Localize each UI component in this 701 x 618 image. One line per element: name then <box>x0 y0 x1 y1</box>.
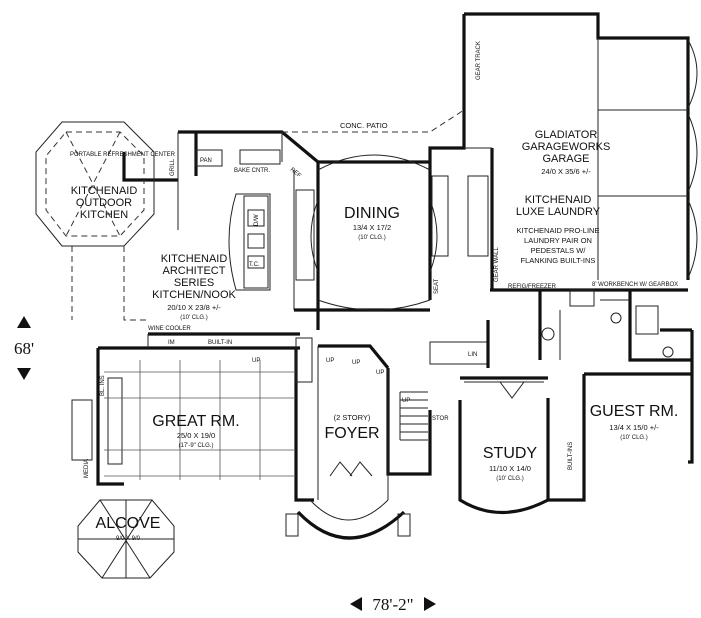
great-room-name: GREAT RM. <box>152 413 239 430</box>
dishwasher-label: D/W <box>254 214 260 226</box>
garage-name-3: GARAGE <box>542 153 589 165</box>
kitchen-ceiling: (10' CLG.) <box>180 315 208 321</box>
dining-ceiling: (10' CLG.) <box>358 235 386 241</box>
built-in-label: BUILT-IN <box>208 340 232 346</box>
bookshelf-label: BL. INS <box>100 375 106 396</box>
guest-room-size: 13/4 X 15/0 +/- <box>609 423 659 432</box>
gear-track-label: GEAR TRACK <box>476 41 482 80</box>
width-dimension: 78'-2" <box>372 595 413 614</box>
stair-up-label-3: UP <box>352 360 360 366</box>
laundry-note-3: PEDESTALS W/ <box>531 246 587 255</box>
outdoor-kitchen-name-1: KITCHENAID <box>71 185 138 197</box>
kitchen-name-4: KITCHEN/NOOK <box>152 289 236 301</box>
kitchen-name-2: ARCHITECT <box>163 265 226 277</box>
width-arrow-left-icon <box>350 597 362 611</box>
great-room-ceiling: (17'-9" CLG.) <box>179 443 214 449</box>
refrigerator-freezer-label: REFIG/FREEZER <box>508 284 557 290</box>
garage-name-1: GLADIATOR <box>535 129 598 141</box>
depth-arrow-up-icon <box>17 316 31 328</box>
media-label: MEDIA <box>84 459 90 478</box>
workbench-label: 8' WORKBENCH W/ GEARBOX <box>592 282 678 288</box>
great-room-size: 25/0 X 19/0 <box>177 431 215 440</box>
fixture-labels: CONC. PATIO GEAR TRACK GEAR WALL PORTABL… <box>70 41 678 478</box>
kitchen-size: 20/10 X 23/8 +/- <box>167 303 221 312</box>
guest-room-ceiling: (10' CLG.) <box>620 435 648 441</box>
stair-up-label-2: UP <box>326 358 334 364</box>
dining-size: 13/4 X 17/2 <box>353 223 391 232</box>
alcove-name: ALCOVE <box>96 515 161 532</box>
dining-name: DINING <box>344 205 400 222</box>
laundry-name-1: KITCHENAID <box>525 194 592 206</box>
trash-compactor-label: T.C. <box>249 262 260 268</box>
walls <box>35 12 698 579</box>
foyer-story-label: (2 STORY) <box>334 413 371 422</box>
guest-room-name: GUEST RM. <box>590 403 679 420</box>
foyer-name: FOYER <box>324 425 379 442</box>
depth-arrow-down-icon <box>17 368 31 380</box>
ref-label: REF <box>289 167 302 180</box>
refreshment-center-label: PORTABLE REFRESHMENT CENTER <box>70 152 176 158</box>
study-ceiling: (10' CLG.) <box>496 476 524 482</box>
ice-maker-label: IM <box>168 340 175 346</box>
garage-name-2: GARAGEWORKS <box>522 141 611 153</box>
pantry-label: PAN <box>200 158 212 164</box>
alcove-size: 9/0 X 9/0 <box>116 536 141 542</box>
bake-center-label: BAKE CNTR. <box>234 168 270 174</box>
outdoor-kitchen-name-2: OUTDOOR <box>76 197 132 209</box>
linen-label: LIN <box>468 352 477 358</box>
seat-label: SEAT <box>434 278 440 294</box>
gear-wall-label: GEAR WALL <box>494 247 500 282</box>
wine-cooler-label: WINE COOLER <box>148 326 191 332</box>
garage-size: 24/0 X 35/6 +/- <box>541 167 591 176</box>
storage-label: STOR <box>432 416 449 422</box>
stair-up-label-1: UP <box>252 358 260 364</box>
laundry-name-2: LUXE LAUNDRY <box>516 206 601 218</box>
width-arrow-right-icon <box>424 597 436 611</box>
study-name: STUDY <box>483 445 538 462</box>
dimension-markers: 68' 78'-2" <box>14 316 436 614</box>
stair-up-label-5: UP <box>402 398 410 404</box>
study-size: 11/10 X 14/0 <box>489 464 531 473</box>
depth-dimension: 68' <box>14 339 34 358</box>
laundry-note-4: FLANKING BUILT-INS <box>521 256 596 265</box>
stair-up-label-4: UP <box>376 370 384 376</box>
laundry-note-1: KITCHENAID PRO-LINE <box>517 226 600 235</box>
grill-label: GRILL <box>170 158 176 176</box>
outdoor-kitchen-name-3: KITCHEN <box>80 209 128 221</box>
kitchen-name-3: SERIES <box>174 277 214 289</box>
room-labels: KITCHENAID OUTDOOR KITCHEN KITCHENAID AR… <box>71 129 679 542</box>
study-built-ins-label: BUILT-INS <box>568 442 574 470</box>
laundry-note-2: LAUNDRY PAIR ON <box>524 236 592 245</box>
kitchen-name-1: KITCHENAID <box>161 253 228 265</box>
patio-label: CONC. PATIO <box>340 121 388 130</box>
